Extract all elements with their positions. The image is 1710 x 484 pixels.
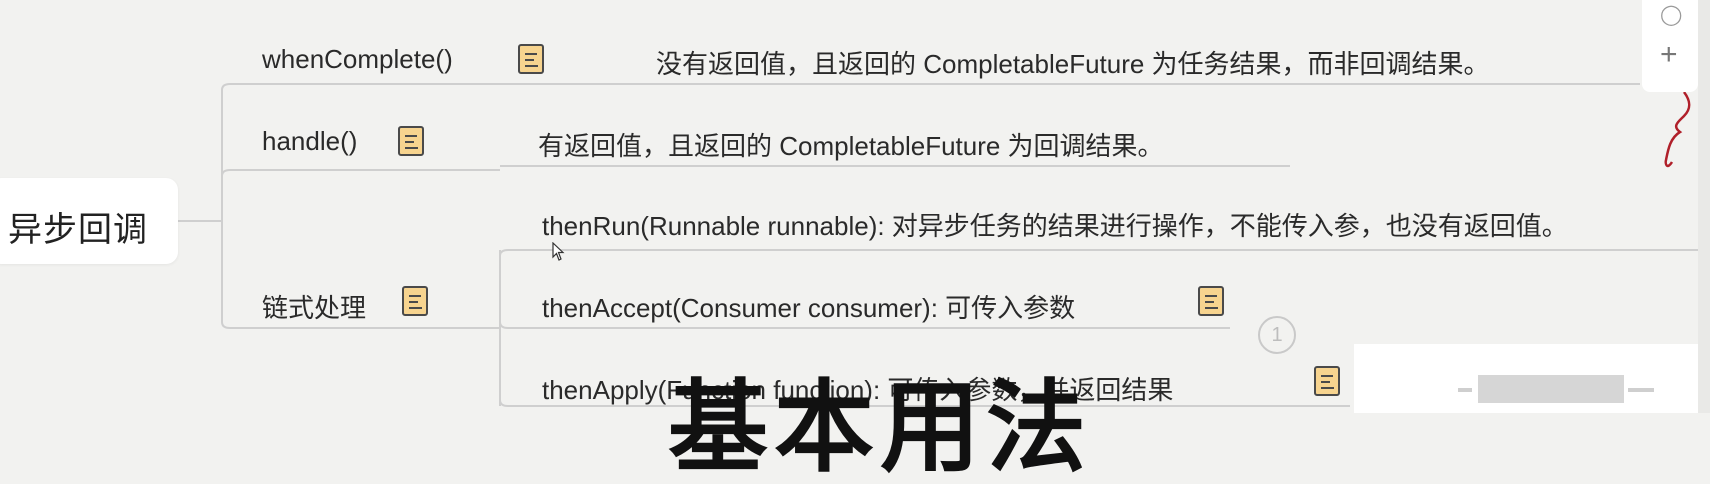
overlay-progress-bar xyxy=(1478,375,1624,403)
note-icon[interactable] xyxy=(1314,366,1340,396)
plus-icon[interactable]: + xyxy=(1660,38,1678,71)
branch-whencomplete[interactable]: whenComplete() xyxy=(262,44,453,74)
branch-chain[interactable]: 链式处理 xyxy=(262,293,367,323)
numbered-badge[interactable]: 1 xyxy=(1258,316,1296,354)
note-icon[interactable] xyxy=(402,286,428,316)
mindmap-canvas[interactable]: 异步回调 whenComplete() 没有返回值，且返回的 Completab… xyxy=(0,0,1710,413)
note-icon[interactable] xyxy=(1198,286,1224,316)
branch-handle[interactable]: handle() xyxy=(262,126,358,156)
root-label: 异步回调 xyxy=(8,211,148,249)
chain-item-thenaccept[interactable]: thenAccept(Consumer consumer): 可传入参数 xyxy=(542,293,1076,323)
overlay-dash xyxy=(1458,388,1472,392)
root-node[interactable]: 异步回调 xyxy=(0,178,178,264)
chain-item-thenrun[interactable]: thenRun(Runnable runnable): 对异步任务的结果进行操作… xyxy=(542,211,1568,241)
video-caption: 基本用法 xyxy=(668,372,1092,484)
mouse-cursor-icon xyxy=(552,241,566,267)
tag-icon[interactable]: ◯ xyxy=(1660,4,1683,26)
side-toolbar: ◯ + xyxy=(1642,0,1698,92)
detail-whencomplete[interactable]: 没有返回值，且返回的 CompletableFuture 为任务结果，而非回调结… xyxy=(656,49,1490,79)
connector-lines xyxy=(178,83,1700,407)
note-icon[interactable] xyxy=(398,126,424,156)
detail-handle[interactable]: 有返回值，且返回的 CompletableFuture 为回调结果。 xyxy=(538,131,1164,161)
scrollbar-track[interactable] xyxy=(1698,0,1710,413)
red-brace-annotation xyxy=(1664,91,1691,168)
chain-item-thenapply[interactable]: thenApply(Function function): 可传入参数，并返回结… xyxy=(542,375,1174,405)
overlay-dash xyxy=(1628,388,1654,392)
note-icon[interactable] xyxy=(518,44,544,74)
